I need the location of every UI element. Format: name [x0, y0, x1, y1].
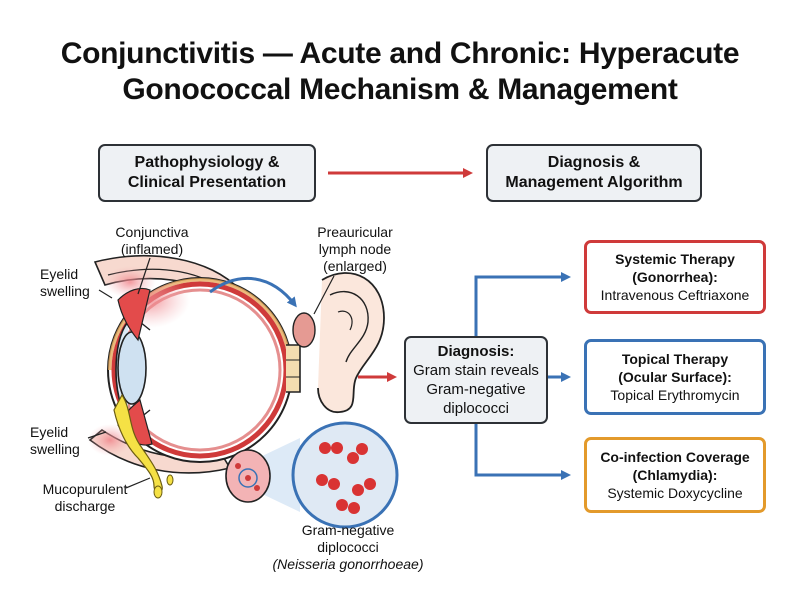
- diagnosis-line-2: Gram-negative: [426, 381, 526, 398]
- diagnosis-management-header: Diagnosis & Management Algorithm: [486, 144, 702, 202]
- coinfection-heading: Co-infection Coverage: [600, 449, 750, 465]
- topical-therapy-drug: Topical Erythromycin: [610, 387, 740, 403]
- lymph-node-label-line-2: lymph node: [318, 241, 392, 257]
- coinfection-coverage-box: Co-infection Coverage (Chlamydia): Syste…: [584, 437, 766, 513]
- diplococci-label-line-1: Gram-negative: [301, 522, 395, 538]
- diagnosis-box: Diagnosis: Gram stain reveals Gram-negat…: [404, 336, 548, 424]
- diplococci-label-line-3: (Neisseria gonorrhoeae): [272, 556, 424, 572]
- upper-eyelid-label-line-2: swelling: [40, 283, 90, 299]
- lymph-node-label-line-3: (enlarged): [323, 258, 387, 274]
- lower-eyelid-label: Eyelid swelling: [30, 424, 80, 458]
- lymph-node-label-line-1: Preauricular: [317, 224, 393, 240]
- upper-eyelid-label-line-1: Eyelid: [40, 266, 79, 282]
- discharge-leader: [125, 477, 151, 489]
- diagnosis-line-3: diplococci: [443, 400, 509, 417]
- upper-eyelid-label: Eyelid swelling: [40, 266, 90, 300]
- discharge-icon: [113, 393, 174, 499]
- diagnosis-heading: Diagnosis:: [437, 343, 515, 360]
- microscopy-zoom: [225, 421, 399, 529]
- coinfection-subheading: (Chlamydia):: [632, 467, 718, 483]
- diplococci-label: Gram-negative diplococci (Neisseria gono…: [258, 522, 438, 573]
- diagnosis-line-1: Gram stain reveals: [413, 362, 539, 379]
- diagnosis-header-line-1: Diagnosis &: [547, 154, 641, 171]
- systemic-therapy-box: Systemic Therapy (Gonorrhea): Intravenou…: [584, 240, 766, 314]
- discharge-label-line-2: discharge: [54, 498, 116, 514]
- discharge-label: Mucopurulent discharge: [30, 481, 140, 515]
- topical-therapy-box: Topical Therapy (Ocular Surface): Topica…: [584, 339, 766, 415]
- upper-eyelid-leader: [98, 289, 113, 299]
- conjunctiva-label-line-1: Conjunctiva: [115, 224, 189, 240]
- pathophysiology-header: Pathophysiology & Clinical Presentation: [98, 144, 316, 202]
- title-line-2: Gonococcal Mechanism & Management: [122, 73, 678, 106]
- lymph-spread-arrow: [209, 277, 297, 308]
- systemic-therapy-drug: Intravenous Ceftriaxone: [600, 287, 750, 303]
- conjunctiva-fold: [117, 287, 151, 342]
- systemic-therapy-subheading: (Gonorrhea):: [632, 269, 718, 285]
- coinfection-drug: Systemic Doxycycline: [607, 485, 743, 501]
- lower-eyelid-label-line-1: Eyelid: [30, 424, 69, 440]
- topical-therapy-subheading: (Ocular Surface):: [618, 369, 732, 385]
- conjunctiva-label-line-2: (inflamed): [120, 241, 184, 257]
- lower-eyelid-leader: [87, 431, 107, 439]
- topical-therapy-heading: Topical Therapy: [621, 351, 729, 367]
- lymph-leader: [313, 275, 335, 315]
- discharge-label-line-1: Mucopurulent: [42, 481, 128, 497]
- systemic-therapy-heading: Systemic Therapy: [615, 251, 735, 267]
- diagnosis-header-line-2: Management Algorithm: [505, 174, 683, 191]
- pathophysiology-header-line-2: Clinical Presentation: [127, 174, 287, 191]
- title-line-1: Conjunctivitis — Acute and Chronic: Hype…: [60, 37, 740, 70]
- page-title: Conjunctivitis — Acute and Chronic: Hype…: [0, 36, 800, 108]
- diplococci-label-line-2: diplococci: [317, 539, 379, 555]
- ear-illustration: [317, 272, 385, 413]
- lymph-node-icon: [292, 312, 316, 348]
- pathophysiology-header-line-1: Pathophysiology &: [134, 154, 280, 171]
- conjunctiva-label: Conjunctiva (inflamed): [92, 224, 212, 258]
- management-branches: [474, 272, 571, 480]
- lower-eyelid-label-line-2: swelling: [30, 441, 80, 457]
- conjunctiva-leader: [137, 257, 151, 295]
- lymph-node-label: Preauricular lymph node (enlarged): [300, 224, 410, 275]
